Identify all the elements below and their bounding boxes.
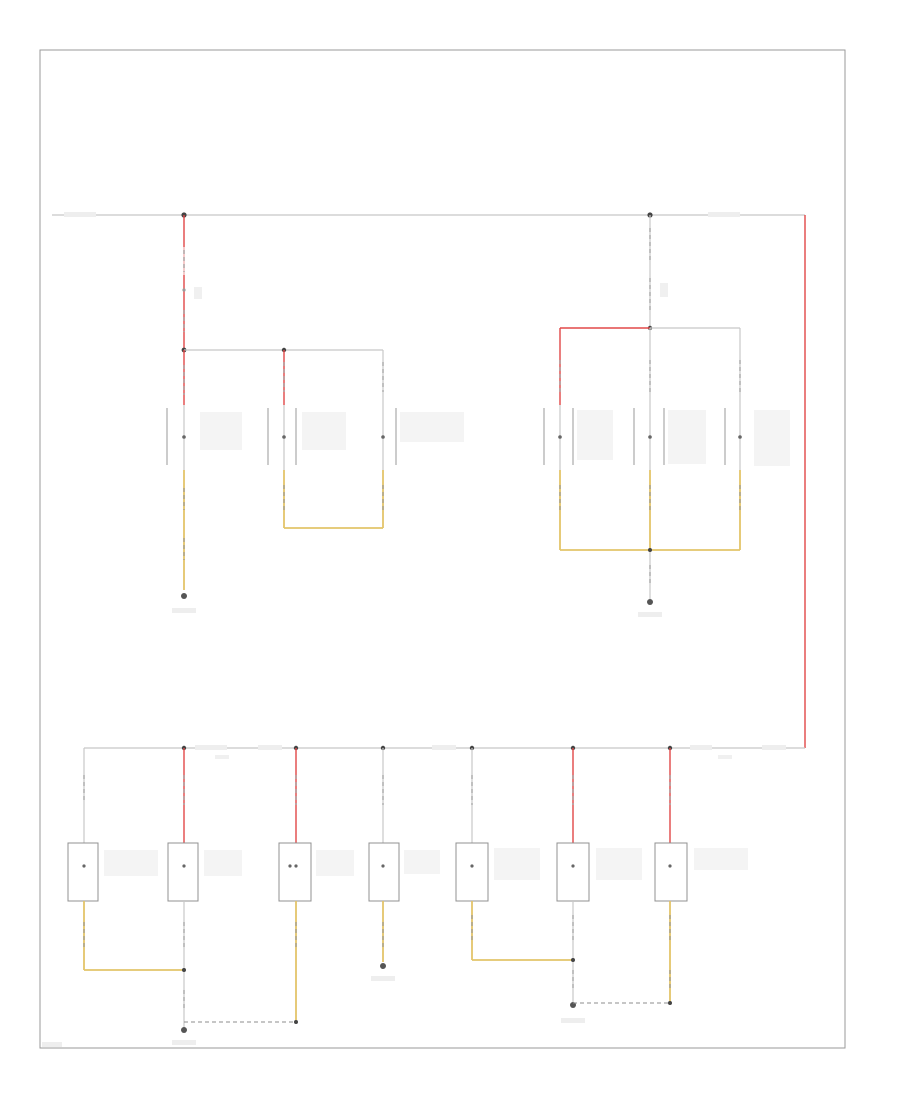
- component-bottom-7: [654, 748, 748, 1005]
- diagram-frame: [39, 49, 846, 1049]
- component-bottom-4: [368, 748, 440, 981]
- component-right-3: [724, 328, 790, 550]
- bottom-power-bus: [84, 745, 805, 759]
- component-bottom-2: [167, 748, 296, 1045]
- component-left-2: [267, 350, 346, 528]
- component-bottom-1: [67, 748, 184, 971]
- component-bottom-6: [556, 748, 670, 1023]
- top-power-bus: [52, 212, 806, 748]
- component-left-1: [166, 350, 242, 613]
- component-right-1: [543, 328, 613, 550]
- left-top-group: [166, 215, 464, 613]
- component-bottom-5: [455, 748, 573, 961]
- component-right-2: [633, 328, 706, 617]
- bottom-components: [67, 748, 748, 1045]
- right-top-group: [543, 215, 790, 617]
- page-ref: [42, 1042, 62, 1047]
- component-left-3: [381, 350, 464, 528]
- component-bottom-3: [278, 748, 354, 1024]
